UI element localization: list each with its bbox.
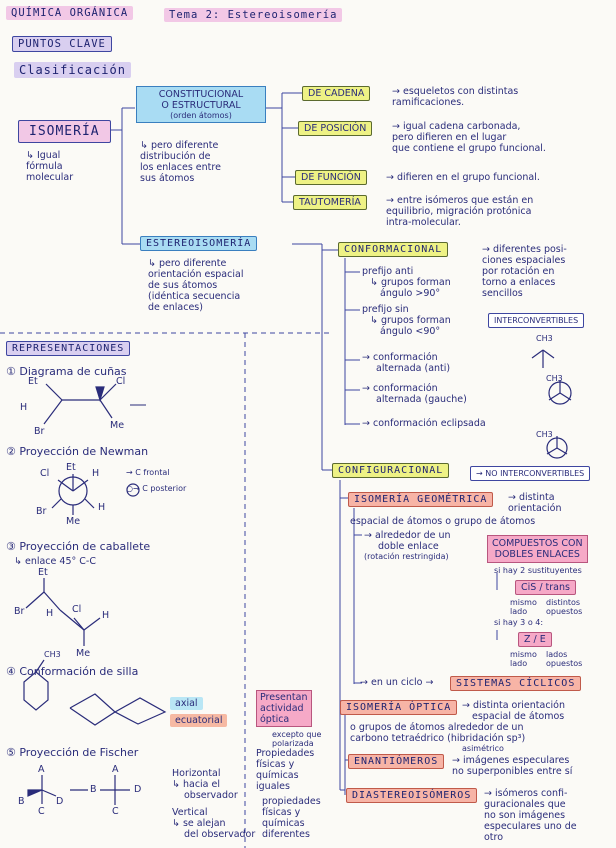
newman-me: Me bbox=[66, 516, 81, 527]
ch3-label-anti: CH3 bbox=[536, 334, 553, 343]
label-br: Br bbox=[34, 426, 45, 437]
silla-ch3: CH3 bbox=[44, 650, 61, 659]
fischer-a2: A bbox=[112, 764, 119, 775]
de-funcion-box: DE FUNCIÓN bbox=[295, 170, 367, 185]
newman-h: H bbox=[92, 468, 100, 479]
newman-et: Et bbox=[66, 462, 76, 473]
rep-newman: ② Proyección de Newman bbox=[6, 445, 149, 458]
isomeria-box: ISOMERÍA bbox=[18, 120, 111, 143]
cis-trans-box: CiS / trans bbox=[515, 580, 576, 595]
newman-frontal: → C frontal bbox=[126, 468, 170, 477]
label-cl: Cl bbox=[116, 376, 126, 387]
caballete-me: Me bbox=[76, 648, 91, 659]
topic-title: Tema 2: Estereoisomería bbox=[164, 8, 343, 22]
de-posicion-box: DE POSICIÓN bbox=[298, 121, 373, 136]
diastereoisomeros-box: DIASTEREOISÓMEROS bbox=[346, 788, 478, 803]
sihay2-note: si hay 2 sustituyentes bbox=[494, 566, 582, 575]
label-me: Me bbox=[110, 420, 125, 431]
fischer-b2: B bbox=[90, 784, 97, 795]
sistemas-ciclicos-box: SISTEMAS CÍCLICOS bbox=[450, 676, 582, 691]
fischer-c: C bbox=[38, 806, 45, 817]
newman-h2: H bbox=[98, 502, 106, 513]
configuracional-box: CONFIGURACIONAL bbox=[332, 463, 450, 478]
no-interconvertibles-label: → NO INTERCONVERTIBLES bbox=[470, 466, 591, 481]
conformacional-box: CONFORMACIONAL bbox=[338, 242, 449, 257]
asimetrico-note: asimétrico bbox=[462, 744, 504, 753]
key-points-heading: PUNTOS CLAVE bbox=[12, 36, 112, 52]
caballete-br: Br bbox=[14, 606, 25, 617]
rep-fischer: ⑤ Proyección de Fischer bbox=[6, 746, 139, 759]
page-title: QUÍMICA ORGÁNICA bbox=[6, 6, 134, 20]
ch3-label-eclipsed: CH3 bbox=[536, 430, 553, 439]
estereoisomeria-box: ESTEREOISOMERÍA bbox=[140, 236, 258, 251]
label-h: H bbox=[20, 402, 28, 413]
newman-cl: Cl bbox=[40, 468, 50, 479]
geometrica-line: espacial de átomos o grupo de átomos bbox=[350, 516, 536, 527]
fischer-d: D bbox=[56, 796, 64, 807]
enantiomeros-box: ENANTIÓMEROS bbox=[348, 754, 445, 769]
fischer-c2: C bbox=[112, 806, 119, 817]
caballete-h2: H bbox=[102, 610, 110, 621]
fischer-a: A bbox=[38, 764, 45, 775]
rep-silla: ④ Conformación de silla bbox=[6, 665, 139, 678]
representaciones-heading: REPRESENTACIONES bbox=[6, 341, 131, 356]
z-e-box: Z / E bbox=[518, 632, 552, 647]
de-posicion-desc: → igual cadena carbonada,pero difieren e… bbox=[392, 121, 546, 154]
conf-eclipsada: → conformación eclipsada bbox=[362, 418, 486, 429]
caballete-h: H bbox=[46, 608, 54, 619]
sihay34-note: si hay 3 o 4: bbox=[494, 618, 544, 627]
caballete-note: ↳ enlace 45° C-C bbox=[14, 556, 96, 567]
rep-wedge: ① Diagrama de cuñas bbox=[6, 365, 127, 378]
classification-heading: Clasificación bbox=[14, 62, 131, 78]
tautomeria-box: TAUTOMERÍA bbox=[293, 195, 367, 210]
de-funcion-desc: → difieren en el grupo funcional. bbox=[386, 172, 540, 183]
ecuatorial-label: ecuatorial bbox=[170, 714, 228, 727]
fischer-b: B bbox=[18, 796, 25, 807]
ciclo-note: → en un ciclo → bbox=[360, 677, 434, 688]
de-cadena-box: DE CADENA bbox=[302, 86, 371, 101]
fischer-d2: D bbox=[134, 784, 142, 795]
caballete-et: Et bbox=[38, 567, 48, 578]
rep-caballete: ③ Proyección de caballete bbox=[6, 540, 151, 553]
caballete-cl: Cl bbox=[72, 604, 82, 615]
isomeria-geometrica-box: ISOMERÍA GEOMÉTRICA bbox=[348, 492, 494, 507]
newman-posterior: ○→ C posterior bbox=[126, 484, 187, 493]
ch3-label-gauche: CH3 bbox=[546, 374, 563, 383]
newman-br: Br bbox=[36, 506, 47, 517]
isomeria-optica-box: ISOMERÍA ÓPTICA bbox=[340, 700, 458, 715]
label-et: Et bbox=[28, 376, 38, 387]
interconvertibles-label: INTERCONVERTIBLES bbox=[488, 313, 585, 328]
axial-label: axial bbox=[170, 697, 203, 710]
